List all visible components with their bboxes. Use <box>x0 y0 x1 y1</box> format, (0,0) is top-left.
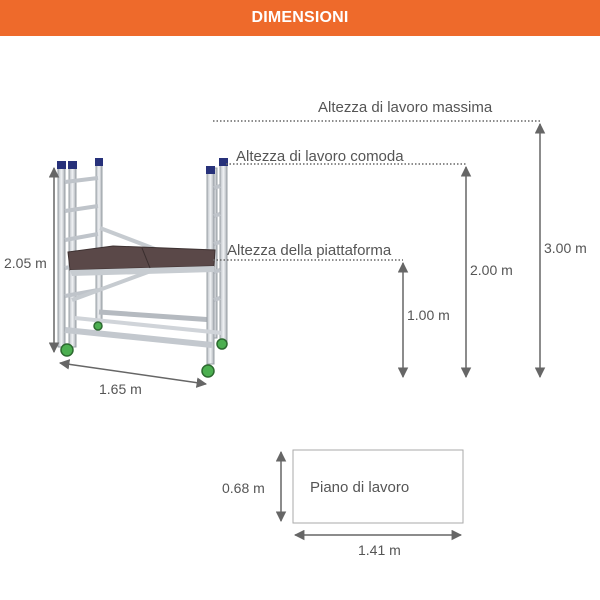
work-surface-box <box>292 449 464 524</box>
height-platform-group: Altezza della piattaforma 1.00 m <box>213 242 450 379</box>
height-comfort-value: 2.00 m <box>470 262 513 278</box>
height-comfort-label: Altezza di lavoro comoda <box>236 148 404 165</box>
scaffold-caps <box>57 158 228 174</box>
work-surface-group: Piano di lavoro 0.68 m 1.41 m <box>222 449 464 558</box>
page-title: DIMENSIONI <box>251 9 349 26</box>
work-surface-depth-value: 0.68 m <box>222 480 265 496</box>
scaffold-wheels <box>60 321 228 378</box>
scaffold-platform <box>67 245 216 276</box>
work-surface-width-value: 1.41 m <box>358 542 401 558</box>
height-max-group: Altezza di lavoro massima 3.00 m <box>213 99 587 379</box>
scaffold-length-value: 1.65 m <box>99 381 142 397</box>
height-comfort-group: Altezza di lavoro comoda 2.00 m <box>226 148 513 379</box>
height-platform-value: 1.00 m <box>407 307 450 323</box>
work-surface-label: Piano di lavoro <box>310 479 409 496</box>
scaffold-illustration <box>57 158 228 378</box>
header-bar: DIMENSIONI <box>0 0 600 36</box>
height-platform-label: Altezza della piattaforma <box>227 242 392 259</box>
scaffold-length-arrow <box>58 359 208 388</box>
scaffold-height-value: 2.05 m <box>4 255 47 271</box>
height-max-label: Altezza di lavoro massima <box>318 99 493 116</box>
height-max-value: 3.00 m <box>544 240 587 256</box>
